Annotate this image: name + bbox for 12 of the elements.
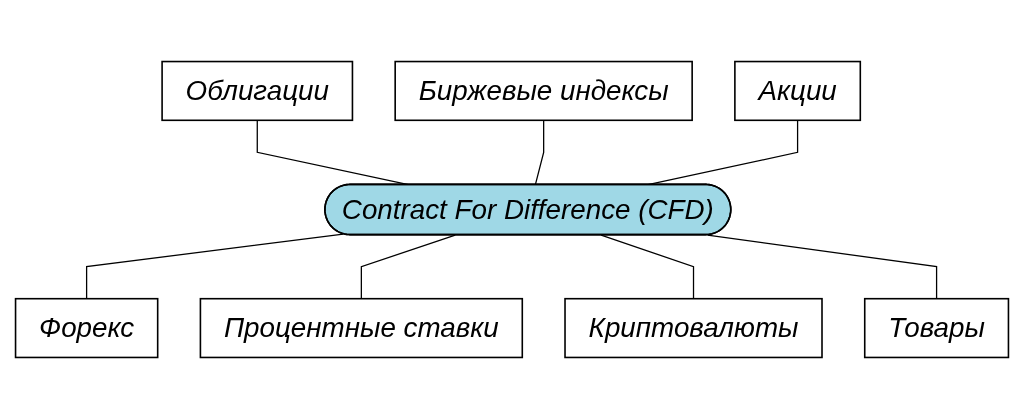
topic-box: Акции xyxy=(734,60,862,121)
connector-line xyxy=(706,233,938,299)
topic-box: Облигации xyxy=(161,60,354,121)
topic-box: Криптовалюты xyxy=(564,297,823,358)
connector-line xyxy=(360,234,456,299)
connector-line xyxy=(600,234,695,299)
topic-box: Процентные ставки xyxy=(199,297,524,358)
topic-box: Форекс xyxy=(14,297,159,358)
topic-box: Товары xyxy=(863,297,1010,358)
ellipse-node: Contract For Difference (CFD) xyxy=(324,183,732,235)
topic-box: Биржевые индексы xyxy=(394,60,693,121)
connector-line xyxy=(86,232,344,299)
